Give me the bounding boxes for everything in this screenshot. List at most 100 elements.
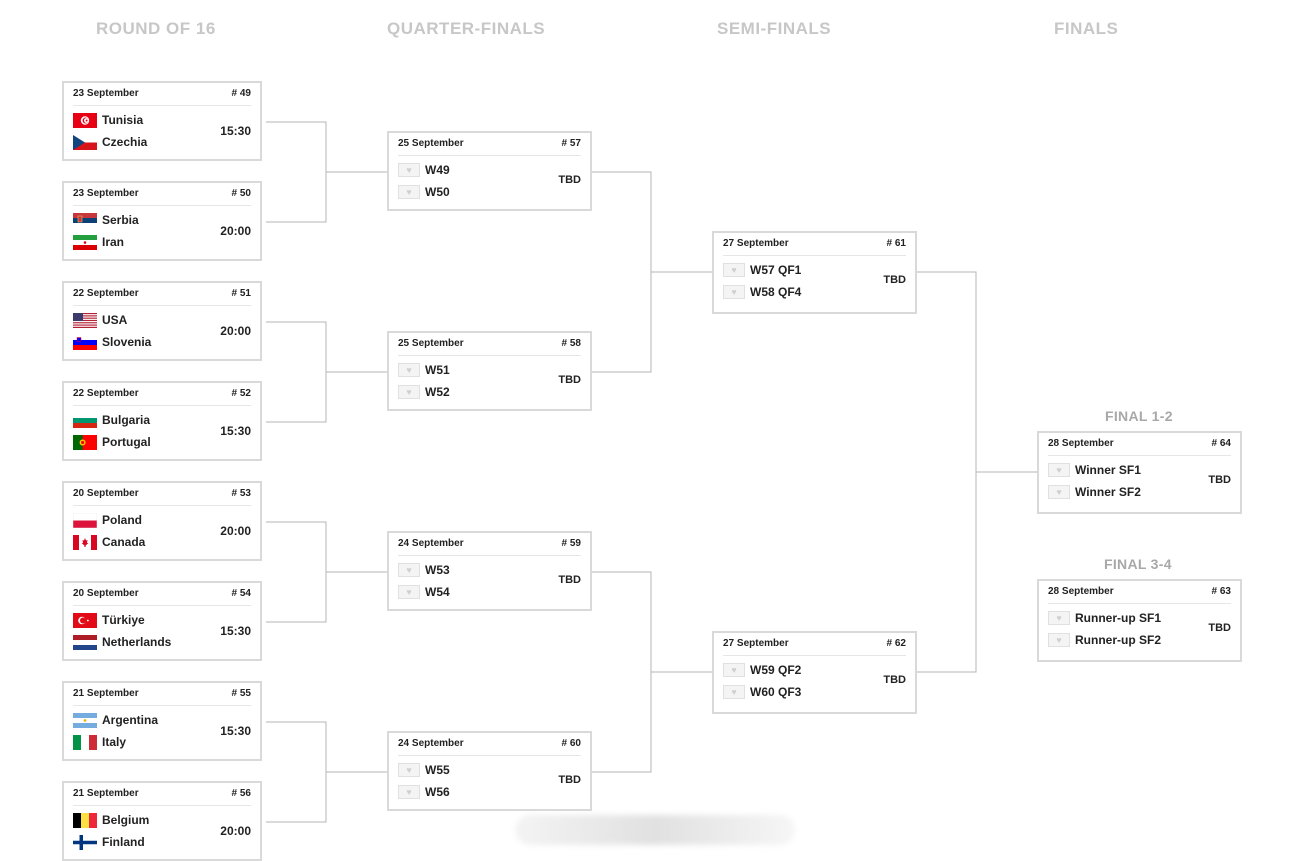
team-name: Winner SF1 xyxy=(1075,463,1141,477)
team-canada[interactable]: Canada xyxy=(73,534,145,550)
match-number: # 53 xyxy=(231,488,251,499)
canada-flag-icon xyxy=(73,535,97,550)
team-argentina[interactable]: Argentina xyxy=(73,712,158,728)
match-54[interactable]: 20 September # 54 Türkiye Netherlands 15… xyxy=(62,581,262,661)
team-turkiye[interactable]: Türkiye xyxy=(73,612,145,628)
team-slot-winner-sf1[interactable]: ♥ Winner SF1 xyxy=(1048,462,1141,478)
team-slot-w49[interactable]: ♥ W49 xyxy=(398,162,450,178)
team-slot-w50[interactable]: ♥ W50 xyxy=(398,184,450,200)
finland-flag-icon xyxy=(73,835,97,850)
match-59[interactable]: 24 September # 59 ♥ W53 ♥ W54 TBD xyxy=(387,531,592,611)
match-63[interactable]: 28 September # 63 ♥ Runner-up SF1 ♥ Runn… xyxy=(1037,579,1242,662)
bulgaria-flag-icon xyxy=(73,413,97,428)
team-name: Poland xyxy=(102,513,143,527)
volleyball-icon: ♥ xyxy=(398,185,420,199)
team-netherlands[interactable]: Netherlands xyxy=(73,634,171,650)
match-50[interactable]: 23 September # 50 Serbia Iran 20:00 xyxy=(62,181,262,261)
match-58[interactable]: 25 September # 58 ♥ W51 ♥ W52 TBD xyxy=(387,331,592,411)
volleyball-icon: ♥ xyxy=(398,385,420,399)
match-49[interactable]: 23 September # 49 Tunisia Czechia 15:30 xyxy=(62,81,262,161)
match-51[interactable]: 22 September # 51 USA Slovenia 20:00 xyxy=(62,281,262,361)
match-time: TBD xyxy=(883,274,906,286)
team-name: W56 xyxy=(425,785,450,799)
match-number: # 51 xyxy=(231,288,251,299)
match-53[interactable]: 20 September # 53 Poland Canada 20:00 xyxy=(62,481,262,561)
connector-59-60 xyxy=(591,571,652,773)
match-time: TBD xyxy=(558,174,581,186)
match-57[interactable]: 25 September # 57 ♥ W49 ♥ W50 TBD xyxy=(387,131,592,211)
team-finland[interactable]: Finland xyxy=(73,834,145,850)
team-name: W59 QF2 xyxy=(750,663,802,677)
volleyball-icon: ♥ xyxy=(398,363,420,377)
team-belgium[interactable]: Belgium xyxy=(73,812,149,828)
team-name: W60 QF3 xyxy=(750,685,802,699)
team-name: Winner SF2 xyxy=(1075,485,1141,499)
team-slot-runner-up-sf2[interactable]: ♥ Runner-up SF2 xyxy=(1048,632,1161,648)
team-slot-runner-up-sf1[interactable]: ♥ Runner-up SF1 xyxy=(1048,610,1161,626)
portugal-flag-icon xyxy=(73,435,97,450)
team-slot-w56[interactable]: ♥ W56 xyxy=(398,784,450,800)
team-portugal[interactable]: Portugal xyxy=(73,434,151,450)
team-name: Bulgaria xyxy=(102,413,151,427)
match-61[interactable]: 27 September # 61 ♥ W57 QF1 ♥ W58 QF4 TB… xyxy=(712,231,917,314)
match-time: TBD xyxy=(883,674,906,686)
team-name: W55 xyxy=(425,763,450,777)
serbia-flag-icon xyxy=(73,213,97,228)
usa-flag-icon xyxy=(73,313,97,328)
match-62[interactable]: 27 September # 62 ♥ W59 QF2 ♥ W60 QF3 TB… xyxy=(712,631,917,714)
team-slot-w54[interactable]: ♥ W54 xyxy=(398,584,450,600)
team-bulgaria[interactable]: Bulgaria xyxy=(73,412,150,428)
team-name: W49 xyxy=(425,163,450,177)
connector-53-54 xyxy=(266,521,327,623)
match-header: 21 September # 55 xyxy=(73,688,251,706)
team-name: Netherlands xyxy=(102,635,172,649)
team-slovenia[interactable]: Slovenia xyxy=(73,334,151,350)
match-header: 21 September # 56 xyxy=(73,788,251,806)
team-slot-w51[interactable]: ♥ W51 xyxy=(398,362,450,378)
team-slot-w60-qf3[interactable]: ♥ W60 QF3 xyxy=(723,684,801,700)
match-date: 24 September xyxy=(398,538,464,549)
match-time: 20:00 xyxy=(220,324,251,338)
team-slot-w53[interactable]: ♥ W53 xyxy=(398,562,450,578)
team-tunisia[interactable]: Tunisia xyxy=(73,112,143,128)
team-slot-w55[interactable]: ♥ W55 xyxy=(398,762,450,778)
match-time: TBD xyxy=(558,574,581,586)
match-60[interactable]: 24 September # 60 ♥ W55 ♥ W56 TBD xyxy=(387,731,592,811)
match-52[interactable]: 22 September # 52 Bulgaria Portugal 15:3… xyxy=(62,381,262,461)
team-slot-w52[interactable]: ♥ W52 xyxy=(398,384,450,400)
match-64[interactable]: 28 September # 64 ♥ Winner SF1 ♥ Winner … xyxy=(1037,431,1242,514)
team-czechia[interactable]: Czechia xyxy=(73,134,147,150)
netherlands-flag-icon xyxy=(73,635,97,650)
team-name: Serbia xyxy=(102,213,139,227)
final-title-3-4: FINAL 3-4 xyxy=(1104,556,1172,572)
match-header: 27 September # 61 xyxy=(723,238,906,256)
match-number: # 62 xyxy=(886,638,906,649)
volleyball-icon: ♥ xyxy=(723,263,745,277)
team-name: W58 QF4 xyxy=(750,285,802,299)
volleyball-icon: ♥ xyxy=(398,763,420,777)
team-slot-winner-sf2[interactable]: ♥ Winner SF2 xyxy=(1048,484,1141,500)
team-slot-w59-qf2[interactable]: ♥ W59 QF2 xyxy=(723,662,801,678)
team-slot-w58-qf4[interactable]: ♥ W58 QF4 xyxy=(723,284,801,300)
team-usa[interactable]: USA xyxy=(73,312,127,328)
team-name: Runner-up SF1 xyxy=(1075,611,1161,625)
match-number: # 57 xyxy=(561,138,581,149)
match-time: 20:00 xyxy=(220,824,251,838)
team-iran[interactable]: Iran xyxy=(73,234,124,250)
team-italy[interactable]: Italy xyxy=(73,734,126,750)
match-56[interactable]: 21 September # 56 Belgium Finland 20:00 xyxy=(62,781,262,861)
team-serbia[interactable]: Serbia xyxy=(73,212,139,228)
turkiye-flag-icon xyxy=(73,613,97,628)
match-time: 15:30 xyxy=(220,124,251,138)
team-name: Czechia xyxy=(102,135,148,149)
team-name: W51 xyxy=(425,363,450,377)
team-poland[interactable]: Poland xyxy=(73,512,142,528)
team-name: Tunisia xyxy=(102,113,144,127)
match-header: 25 September # 57 xyxy=(398,138,581,156)
tunisia-flag-icon xyxy=(73,113,97,128)
match-number: # 63 xyxy=(1211,586,1231,597)
team-name: Finland xyxy=(102,835,145,849)
match-header: 28 September # 63 xyxy=(1048,586,1231,604)
team-slot-w57-qf1[interactable]: ♥ W57 QF1 xyxy=(723,262,801,278)
match-55[interactable]: 21 September # 55 Argentina Italy 15:30 xyxy=(62,681,262,761)
